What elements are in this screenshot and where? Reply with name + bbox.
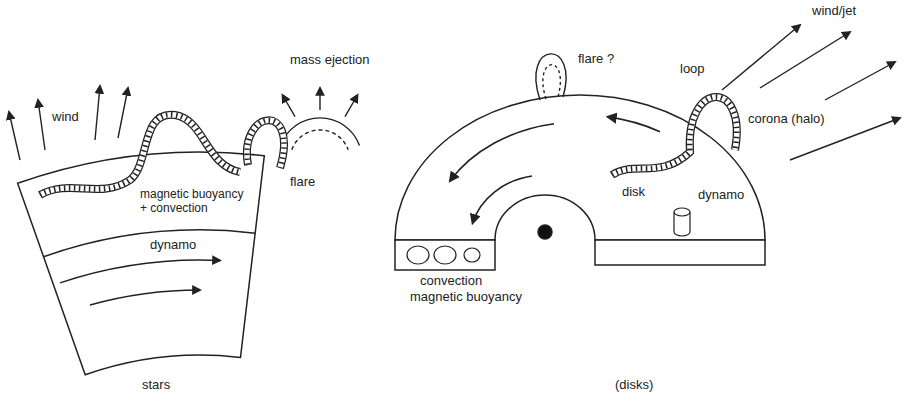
disk-wind-jet-arrows — [722, 25, 900, 160]
label: magnetic buoyancy + convection — [140, 188, 250, 216]
disk-convection-cells — [407, 246, 429, 264]
star-wind-arrows — [118, 88, 128, 138]
star-flare-loop — [247, 120, 284, 168]
label: wind/jet — [812, 4, 856, 19]
label: flare — [290, 175, 315, 190]
label: corona (halo) — [748, 112, 825, 127]
disk-flux-tube — [612, 97, 737, 175]
star-dynamo-arrows — [60, 260, 220, 305]
mass-ejection-bubble — [345, 95, 358, 117]
mass-ejection-bubble — [292, 130, 348, 150]
mass-ejection-bubble — [283, 95, 296, 117]
label: stars — [142, 378, 170, 393]
label: dynamo — [150, 238, 196, 253]
label: mass ejection — [290, 53, 369, 68]
disk-convection-cells — [434, 246, 456, 264]
disk-flare-loop — [543, 65, 561, 99]
disk-flux-tube — [612, 97, 737, 175]
label: wind — [52, 110, 79, 125]
label: disk — [622, 185, 645, 200]
disk-body — [395, 240, 495, 270]
disk-body — [395, 95, 765, 240]
disk-body — [595, 240, 765, 265]
star-flare-loop — [247, 120, 284, 168]
star-dynamo-arrows — [60, 260, 220, 283]
dynamo-cylinder — [674, 208, 690, 236]
disk-flare-loop — [536, 54, 566, 100]
disk-wind-jet-arrows — [722, 25, 800, 90]
disk-body — [395, 95, 765, 270]
disk-rotation-arrows — [473, 176, 532, 223]
label: convection — [420, 274, 482, 289]
disk-rotation-arrows — [608, 117, 660, 132]
star-wind-arrows — [9, 86, 128, 160]
star-flare-loop — [247, 120, 284, 168]
label: (disks) — [615, 378, 653, 393]
star-flux-tube — [40, 115, 240, 195]
mass-ejection-bubble — [281, 88, 360, 150]
disk-wind-jet-arrows — [760, 32, 850, 88]
star-wind-arrows — [38, 100, 45, 150]
star-flux-tube — [40, 115, 240, 195]
star-dynamo-arrows — [90, 290, 200, 305]
star-flux-tube — [40, 115, 240, 195]
label: flare ? — [578, 52, 614, 67]
star-sector — [44, 230, 256, 257]
label: magnetic buoyancy — [410, 290, 522, 305]
disk-rotation-arrows — [450, 124, 554, 181]
disk-convection-cells — [407, 246, 480, 264]
label: dynamo — [698, 188, 744, 203]
star-flare-loop — [247, 120, 284, 168]
mass-ejection-bubble — [319, 88, 320, 110]
disk-wind-jet-arrows — [825, 62, 895, 100]
disk-flux-tube — [612, 97, 737, 175]
star-wind-arrows — [9, 112, 20, 160]
label: loop — [680, 62, 705, 77]
mass-ejection-bubble — [281, 118, 360, 146]
star-wind-arrows — [95, 86, 100, 140]
dynamo-cylinder — [674, 208, 690, 216]
disk-convection-cells — [464, 248, 480, 262]
disk-flux-tube — [612, 97, 737, 175]
star-flux-tube — [40, 115, 240, 195]
disk-flare-loop — [536, 54, 566, 100]
disk-body — [538, 225, 552, 239]
